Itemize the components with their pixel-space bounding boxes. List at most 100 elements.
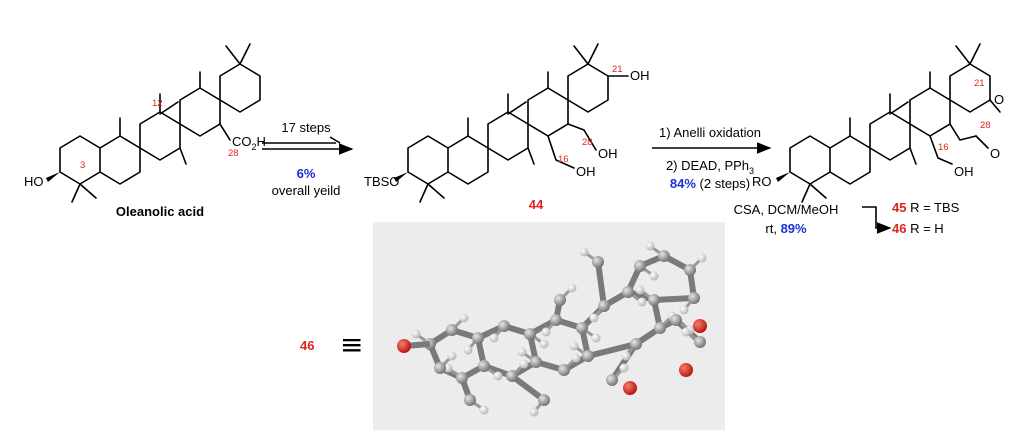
model-hydrogen-atom xyxy=(679,305,689,315)
compound-45-46-ro: RO xyxy=(752,174,772,189)
model-hydrogen-atom xyxy=(493,371,503,381)
model-carbon-atom xyxy=(648,294,660,306)
model-carbon-atom xyxy=(478,360,490,372)
model-hydrogen-atom xyxy=(567,283,577,293)
model-carbon-atom xyxy=(554,294,566,306)
model-carbon-atom xyxy=(538,394,550,406)
step2-line1: 1) Anelli oxidation xyxy=(659,125,761,140)
model-carbon-atom xyxy=(634,260,646,272)
model-hydrogen-atom xyxy=(411,329,421,339)
compound-44-structure xyxy=(394,43,629,203)
model-carbon-atom xyxy=(606,374,618,386)
oleanolic-co2h-label: CO2H xyxy=(232,134,266,152)
model-bond xyxy=(651,295,697,303)
compound-45-46-c28-number: 28 xyxy=(980,120,991,131)
compound-44-c21-number: 21 xyxy=(612,64,623,75)
model-hydrogen-atom xyxy=(463,345,473,355)
step3-reagent: CSA, DCM/MeOH xyxy=(734,202,839,217)
model-hydrogen-atom xyxy=(697,253,707,263)
model-hydrogen-atom xyxy=(529,407,539,417)
model-carbon-atom xyxy=(582,350,594,362)
oleanolic-ho-label: HO xyxy=(24,174,44,189)
model-hydrogen-atom xyxy=(591,333,601,343)
model-carbon-atom xyxy=(658,250,670,262)
step1-note: overall yeild xyxy=(272,183,341,198)
equivalent-sign: ≡ xyxy=(340,328,363,361)
model-hydrogen-atom xyxy=(489,333,499,343)
compound-45-46-carbonyl-o: O xyxy=(990,146,1000,161)
compound-44-oh-16: OH xyxy=(576,164,596,179)
model-hydrogen-atom xyxy=(479,405,489,415)
model-carbon-atom xyxy=(688,292,700,304)
model-carbon-atom xyxy=(670,314,682,326)
step3-arrow xyxy=(862,206,892,234)
model-hydrogen-atom xyxy=(589,313,599,323)
model-oxygen-atom xyxy=(397,339,411,353)
compound-45-46-c16-number: 16 xyxy=(938,142,949,153)
oleanolic-c3-number: 3 xyxy=(80,160,85,171)
model-carbon-atom xyxy=(472,332,484,344)
model-carbon-atom xyxy=(550,314,562,326)
step2-yield-line: 84% (2 steps) xyxy=(670,176,750,191)
ball-and-stick-model-46 xyxy=(397,241,707,417)
model-hydrogen-atom xyxy=(569,341,579,351)
compound-45-46-structure xyxy=(776,43,1001,203)
step2-line2: 2) DEAD, PPh3 xyxy=(666,158,754,176)
model-carbon-atom xyxy=(558,364,570,376)
model-hydrogen-atom xyxy=(447,351,457,361)
compound-44-oh-28: OH xyxy=(598,146,618,161)
model-oxygen-atom xyxy=(693,319,707,333)
model-carbon-atom xyxy=(456,372,468,384)
model-hydrogen-atom xyxy=(517,347,527,357)
model-oxygen-atom xyxy=(679,363,693,377)
model-hydrogen-atom xyxy=(645,241,655,251)
model-carbon-atom xyxy=(622,286,634,298)
compound-45-46-c21-number: 21 xyxy=(974,78,985,89)
model-carbon-atom xyxy=(464,394,476,406)
model-carbon-atom xyxy=(694,336,706,348)
model-carbon-atom xyxy=(524,328,536,340)
model-hydrogen-atom xyxy=(637,297,647,307)
model-46-label: 46 xyxy=(300,338,314,353)
compound-44-tbso: TBSO xyxy=(364,174,399,189)
model-carbon-atom xyxy=(654,322,666,334)
model-bond xyxy=(595,259,607,309)
model-hydrogen-atom xyxy=(649,271,659,281)
model-hydrogen-atom xyxy=(621,351,631,361)
compound-45-46-oh: OH xyxy=(954,164,974,179)
model-carbon-atom xyxy=(630,338,642,350)
model-carbon-atom xyxy=(434,362,446,374)
compound-44-id: 44 xyxy=(529,197,544,212)
compound-44-c28-number: 28 xyxy=(582,137,593,148)
step1-yield: 6% xyxy=(297,166,316,181)
model-carbon-atom xyxy=(576,322,588,334)
model-hydrogen-atom xyxy=(541,327,551,337)
model-bond xyxy=(509,373,547,403)
model-hydrogen-atom xyxy=(519,359,529,369)
model-hydrogen-atom xyxy=(539,339,549,349)
model-carbon-atom xyxy=(592,256,604,268)
step3-conditions: rt, 89% xyxy=(765,221,807,236)
compound-44-oh-21: OH xyxy=(630,68,650,83)
compound-44-c16-number: 16 xyxy=(558,154,569,165)
compound-46-label: 46 R = H xyxy=(892,221,944,236)
model-carbon-atom xyxy=(530,356,542,368)
oleanolic-c28-number: 28 xyxy=(228,148,239,159)
oleanolic-acid-structure xyxy=(46,43,261,203)
model-bond xyxy=(585,341,639,359)
step1-reagent: 17 steps xyxy=(281,120,331,135)
model-carbon-atom xyxy=(498,320,510,332)
model-hydrogen-atom xyxy=(459,313,469,323)
model-carbon-atom xyxy=(446,324,458,336)
model-hydrogen-atom xyxy=(443,363,453,373)
model-hydrogen-atom xyxy=(635,285,645,295)
oleanolic-acid-name: Oleanolic acid xyxy=(116,204,204,219)
model-carbon-atom xyxy=(506,370,518,382)
model-carbon-atom xyxy=(598,300,610,312)
compound-45-label: 45 R = TBS xyxy=(892,200,960,215)
model-hydrogen-atom xyxy=(619,363,629,373)
model-oxygen-atom xyxy=(623,381,637,395)
model-hydrogen-atom xyxy=(579,247,589,257)
model-hydrogen-atom xyxy=(571,353,581,363)
